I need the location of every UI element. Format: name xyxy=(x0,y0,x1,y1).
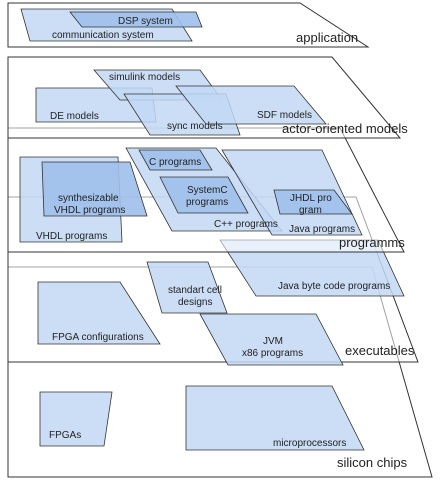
layer-label-application: application xyxy=(296,30,358,45)
box-synthesizable-vhdl xyxy=(41,161,148,217)
layer-label-executables: executables xyxy=(345,343,415,358)
label-standard-cell-1: standart cell xyxy=(168,285,222,296)
label-sdf-models: SDF models xyxy=(257,110,312,121)
box-c-programs xyxy=(138,149,213,171)
label-systemc-1: SystemC xyxy=(187,185,228,196)
layer-label-actor-oriented: actor-oriented models xyxy=(282,121,408,136)
label-jvm-1: JVM xyxy=(263,336,283,347)
layer-label-silicon-chips: silicon chips xyxy=(337,455,408,470)
box-sdf-models xyxy=(175,85,327,125)
label-dsp-system: DSP system xyxy=(118,16,173,27)
label-vhdl-programs: VHDL programs xyxy=(36,231,107,242)
label-systemc-2: programs xyxy=(186,197,228,208)
box-jvm xyxy=(199,313,344,366)
label-synthesizable-2: VHDL programs xyxy=(54,205,125,216)
label-sync-models: sync models xyxy=(167,121,223,132)
label-java-byte-code: Java byte code programs xyxy=(278,281,390,292)
label-simulink-models: simulink models xyxy=(109,72,180,83)
label-fpgas: FPGAs xyxy=(49,430,81,441)
box-fpgas xyxy=(39,391,113,447)
label-cpp-programs: C++ programs xyxy=(214,219,278,230)
label-communication-system: communication system xyxy=(52,30,154,41)
label-fpga-configurations: FPGA configurations xyxy=(52,332,144,343)
box-microprocessors xyxy=(185,385,365,451)
label-java-programs: Java programs xyxy=(289,224,355,235)
label-jvm-2: x86 programs xyxy=(242,348,303,359)
label-standard-cell-2: designs xyxy=(178,297,212,308)
layer-label-programms: programms xyxy=(339,235,405,250)
box-fpga-configurations xyxy=(37,281,161,345)
box-jhdl-program xyxy=(273,189,353,215)
label-de-models: DE models xyxy=(50,111,99,122)
label-synthesizable-1: synthesizable xyxy=(58,193,119,204)
box-dsp-system xyxy=(69,11,203,28)
box-systemc-programs xyxy=(159,176,249,214)
label-microprocessors: microprocessors xyxy=(273,438,346,449)
label-jhdl-1: JHDL pro xyxy=(290,193,332,204)
label-c-programs: C programs xyxy=(149,157,201,168)
label-jhdl-2: gram xyxy=(299,205,322,216)
box-standard-cell xyxy=(146,261,228,314)
